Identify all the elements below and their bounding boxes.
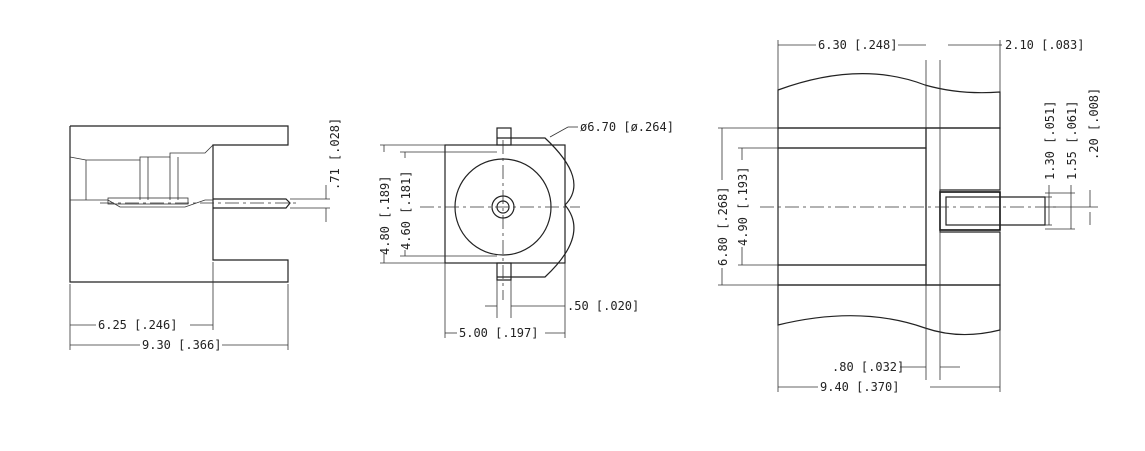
dim-inner-label: 4.90 [.193] [736,167,750,246]
dim-length-total-label: 9.30 [.366] [142,338,221,352]
dim-width-label: 5.00 [.197] [459,326,538,340]
dim-total: 9.40 [.370] [777,325,1001,394]
section-lower-body [777,284,1001,336]
dim-top-left-label: 6.30 [.248] [818,38,897,52]
dim-tab-label: .50 [.020] [567,299,639,313]
dim-outer: 6.80 [.268] [716,127,778,286]
dim-pin-b-label: 1.55 [.061] [1065,101,1079,180]
dim-tab: .50 [.020] [485,280,639,318]
dim-pin-a-label: 1.30 [.051] [1043,101,1057,180]
section-bore-lower [777,264,927,286]
dim-height-outer-label: 4.80 [.189] [378,176,392,255]
dim-height-outer: 4.80 [.189] [378,144,445,264]
dim-total-label: 9.40 [.370] [820,380,899,394]
dim-length-short: 6.25 [.246] [69,262,214,350]
dim-pin-c-label: .20 [.008] [1087,88,1101,160]
dim-height-inner-label: 4.60 [.181] [399,171,413,250]
dim-step: .80 [.032] [832,360,960,374]
dim-inner: 4.90 [.193] [736,147,778,266]
dim-outer-label: 6.80 [.268] [716,187,730,266]
front-view: ø6.70 [ø.264] 4.80 [.189] 4.60 [.181] .5… [378,120,674,340]
dim-width: 5.00 [.197] [444,263,566,340]
dim-outer-dia: ø6.70 [ø.264] [549,120,674,138]
side-view: .71 [.028] 6.25 [.246] 9.30 [.366] [69,118,342,352]
dim-pin-offset-label: .71 [.028] [328,118,342,190]
dim-pin-a: 1.30 [.051] [1043,101,1057,226]
side-view-body [69,125,300,283]
dim-height-inner: 4.60 [.181] [399,151,445,257]
dim-top-right-label: 2.10 [.083] [1005,38,1084,52]
dim-pin-offset: .71 [.028] [290,118,342,222]
dim-top-left: 6.30 [.248] [777,38,926,90]
section-bore-upper [777,127,927,149]
dim-step-label: .80 [.032] [832,360,904,374]
front-view-body [420,127,580,300]
dim-pin-c: .20 [.008] [1045,88,1101,225]
section-pin [939,191,1046,231]
section-upper-body [777,73,1001,129]
dim-outer-dia-label: ø6.70 [ø.264] [580,120,674,134]
dim-length-total: 9.30 [.366] [70,284,289,352]
dim-length-short-label: 6.25 [.246] [98,318,177,332]
section-insert [925,127,1001,286]
dim-top-right: 2.10 [.083] [948,38,1084,92]
section-view: 6.30 [.248] 2.10 [.083] 6.80 [.268] 4.90… [716,38,1101,394]
